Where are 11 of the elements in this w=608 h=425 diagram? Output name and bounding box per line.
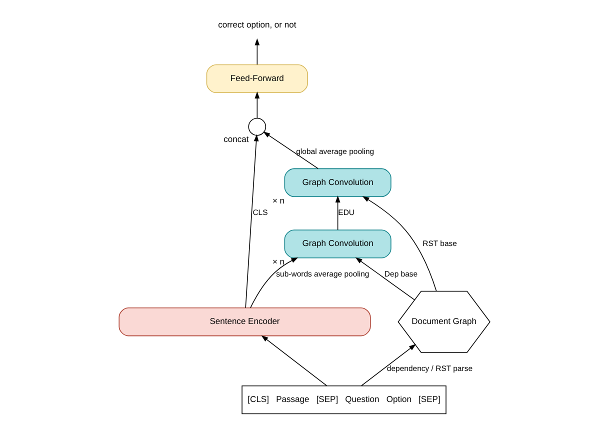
edge-label: global average pooling: [296, 146, 374, 156]
node-label: concat: [223, 134, 248, 144]
edge-label: CLS: [252, 208, 268, 218]
node-label: × n: [272, 195, 284, 206]
node-text: correct option, or not: [218, 19, 296, 30]
edge-label: Dep base: [384, 269, 418, 278]
edge-label: RST base: [422, 238, 456, 248]
node-label: × n: [272, 256, 284, 267]
edge-label: dependency / RST parse: [386, 364, 472, 374]
edge-label: sub-words average pooling: [276, 269, 369, 278]
edge-label: EDU: [338, 208, 354, 218]
